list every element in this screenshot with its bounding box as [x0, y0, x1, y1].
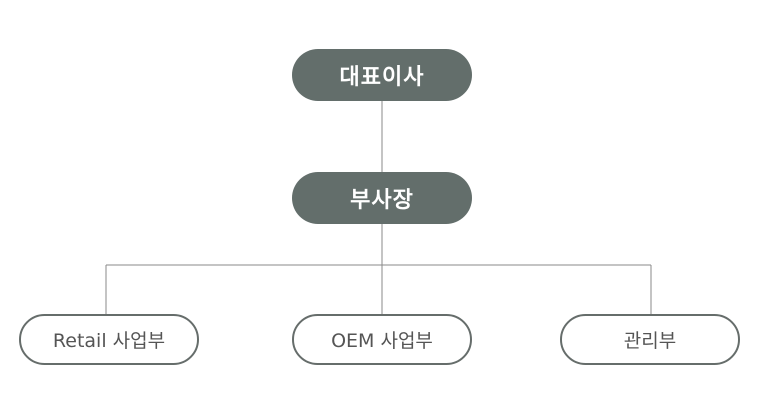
- node-oem-division: OEM 사업부: [292, 314, 472, 365]
- node-admin-department-label: 관리부: [623, 330, 677, 352]
- node-retail-division-label: Retail 사업부: [52, 330, 166, 352]
- node-admin-department: 관리부: [560, 314, 740, 365]
- node-vice-president-label: 부사장: [350, 188, 414, 213]
- node-ceo: 대표이사: [292, 49, 472, 101]
- node-ceo-label: 대표이사: [339, 65, 425, 90]
- node-vice-president: 부사장: [292, 172, 472, 224]
- node-oem-division-label: OEM 사업부: [331, 330, 433, 352]
- node-retail-division: Retail 사업부: [19, 314, 199, 365]
